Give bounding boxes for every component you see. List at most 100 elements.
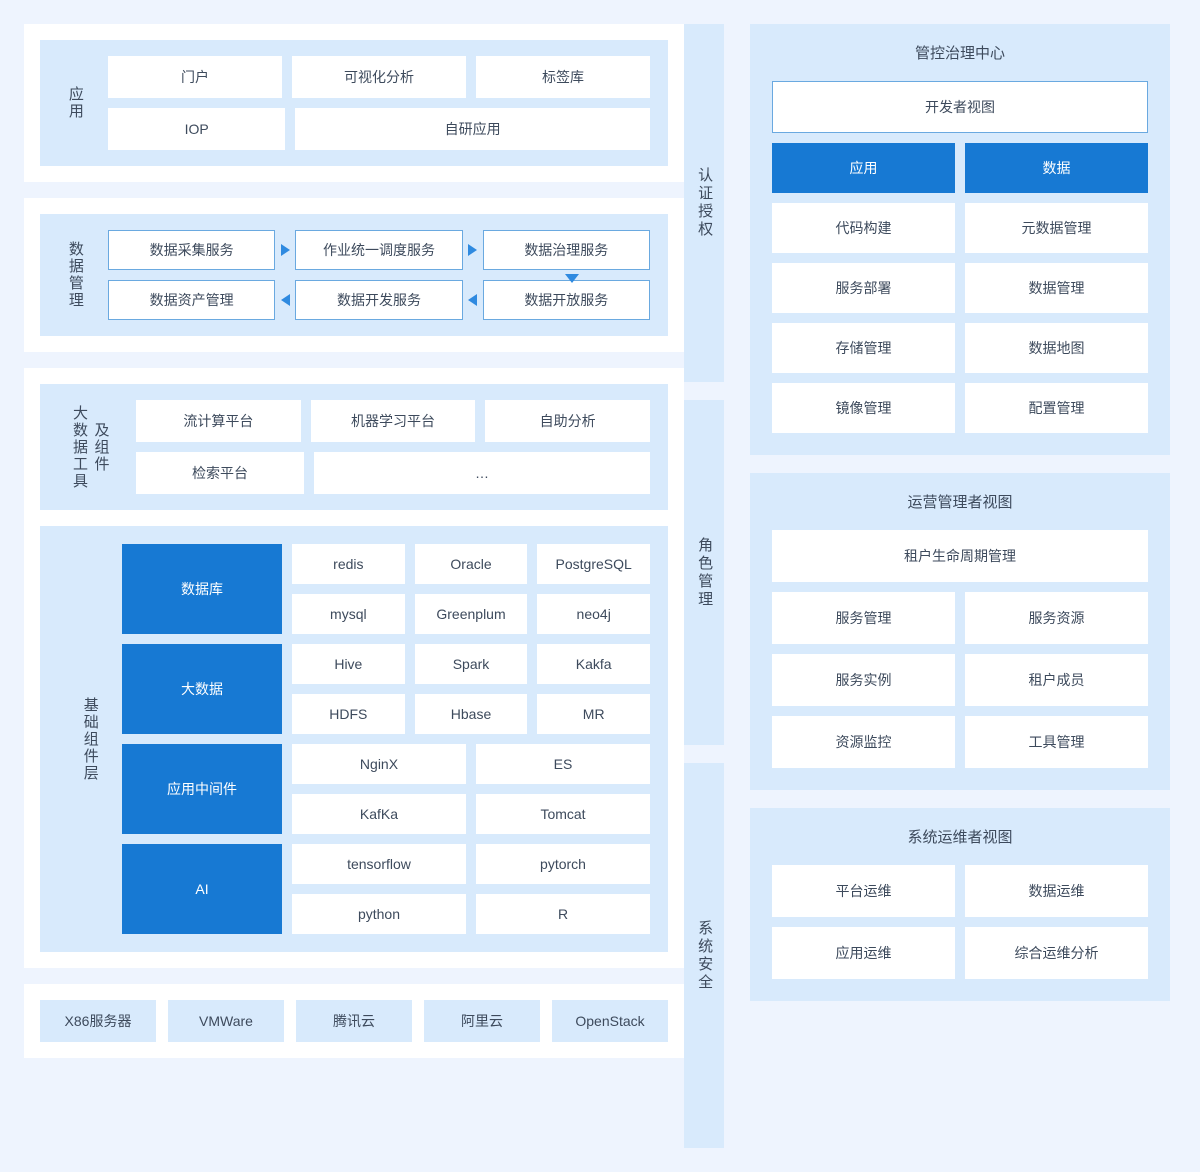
management-center-row: 服务部署 数据管理: [772, 263, 1148, 313]
flow-arrow-left-icon: [275, 294, 295, 306]
bd-more-ellipsis[interactable]: …: [314, 452, 650, 494]
infra-item-postgresql[interactable]: PostgreSQL: [537, 544, 651, 584]
infra-item-pytorch[interactable]: pytorch: [476, 844, 650, 884]
infra-item-greenplum[interactable]: Greenplum: [414, 594, 528, 634]
management-center-panel: 管控治理中心 开发者视图 应用 数据 代码构建 元数据管理 服务部署: [750, 24, 1170, 455]
bigdata-tools-layer-label: 大数据工具 及组件: [71, 404, 110, 490]
mgmt-service-deployment[interactable]: 服务部署: [772, 263, 955, 313]
left-column: 应用 门户 可视化分析 标签库 IOP 自研应用: [24, 24, 684, 1058]
infra-item-redis[interactable]: redis: [292, 544, 405, 584]
infra-item-python[interactable]: python: [292, 894, 466, 934]
infra-item-es[interactable]: ES: [476, 744, 650, 784]
infra-group-head-ai[interactable]: AI: [122, 844, 282, 934]
infra-item-tomcat[interactable]: Tomcat: [476, 794, 650, 834]
infra-item-kafka[interactable]: KafKa: [292, 794, 466, 834]
infra-item-hive[interactable]: Hive: [292, 644, 405, 684]
dm-asset-management[interactable]: 数据资产管理: [108, 280, 276, 320]
ops-service-management[interactable]: 服务管理: [772, 592, 955, 644]
sys-ops-grid: 平台运维 数据运维 应用运维 综合运维分析: [772, 865, 1148, 979]
dm-development-service[interactable]: 数据开发服务: [295, 280, 463, 320]
mgmt-developer-view[interactable]: 开发者视图: [772, 81, 1148, 133]
infra-group-items: NginX ES KafKa Tomcat: [292, 744, 650, 834]
right-column: 认证授权 角色管理 系统安全 管控治理中心 开发者视图 应用 数据: [684, 0, 1200, 1172]
infra-item-mysql[interactable]: mysql: [292, 594, 405, 634]
infra-item-oracle[interactable]: Oracle: [414, 544, 528, 584]
mgmt-config-management[interactable]: 配置管理: [965, 383, 1148, 433]
data-management-panel: 数据管理 数据采集服务 作业统一调度服务 数据治理服务 数据资产管理 数据开发: [40, 214, 668, 336]
infra-chip-x86-server[interactable]: X86服务器: [40, 1000, 156, 1042]
data-management-row-1: 数据采集服务 作业统一调度服务 数据治理服务: [108, 230, 650, 270]
data-management-row-2: 数据资产管理 数据开发服务 数据开放服务: [108, 280, 650, 320]
mgmt-data[interactable]: 数据: [965, 143, 1148, 193]
infra-item-hdfs[interactable]: HDFS: [292, 694, 405, 734]
infra-row: NginX ES: [292, 744, 650, 784]
infra-group-items: tensorflow pytorch python R: [292, 844, 650, 934]
ops-tool-management[interactable]: 工具管理: [965, 716, 1148, 768]
infra-group-head-middleware[interactable]: 应用中间件: [122, 744, 282, 834]
mgmt-code-build[interactable]: 代码构建: [772, 203, 955, 253]
app-item-iop[interactable]: IOP: [108, 108, 286, 150]
app-item-tag-library[interactable]: 标签库: [476, 56, 650, 98]
infra-row: python R: [292, 894, 650, 934]
mgmt-image-management[interactable]: 镜像管理: [772, 383, 955, 433]
bd-ml-platform[interactable]: 机器学习平台: [310, 400, 476, 442]
mgmt-application[interactable]: 应用: [772, 143, 955, 193]
infra-row: HDFS Hbase MR: [292, 694, 651, 734]
ops-resource-monitoring[interactable]: 资源监控: [772, 716, 955, 768]
mgmt-data-management[interactable]: 数据管理: [965, 263, 1148, 313]
infra-row: tensorflow pytorch: [292, 844, 650, 884]
bd-stream-compute-platform[interactable]: 流计算平台: [136, 400, 301, 442]
infra-item-spark[interactable]: Spark: [414, 644, 528, 684]
infra-item-r[interactable]: R: [476, 894, 650, 934]
ops-service-instance[interactable]: 服务实例: [772, 654, 955, 706]
sys-application-ops[interactable]: 应用运维: [772, 927, 955, 979]
mgmt-storage-management[interactable]: 存储管理: [772, 323, 955, 373]
infra-group-items: redis Oracle PostgreSQL mysql Greenplum …: [292, 544, 651, 634]
dm-scheduling-service[interactable]: 作业统一调度服务: [295, 230, 463, 270]
app-item-portal[interactable]: 门户: [108, 56, 282, 98]
app-item-visual-analysis[interactable]: 可视化分析: [292, 56, 466, 98]
vbar-role-management[interactable]: 角色管理: [684, 400, 724, 745]
sys-data-ops[interactable]: 数据运维: [965, 865, 1148, 917]
infrastructure-card: X86服务器 VMWare 腾讯云 阿里云 OpenStack: [24, 984, 684, 1058]
bigdata-tools-panel: 大数据工具 及组件 流计算平台 机器学习平台 自助分析 检索平台 …: [40, 384, 668, 510]
ops-tenant-member[interactable]: 租户成员: [965, 654, 1148, 706]
bd-search-platform[interactable]: 检索平台: [136, 452, 304, 494]
infra-group-head-bigdata[interactable]: 大数据: [122, 644, 282, 734]
vbar-authentication-authorization[interactable]: 认证授权: [684, 24, 724, 382]
sys-ops-view-panel: 系统运维者视图 平台运维 数据运维 应用运维 综合运维分析: [750, 808, 1170, 1001]
flow-arrow-down-icon: [565, 274, 579, 283]
infra-chip-vmware[interactable]: VMWare: [168, 1000, 284, 1042]
flow-arrow-right-icon: [275, 244, 295, 256]
vbar-system-security[interactable]: 系统安全: [684, 763, 724, 1148]
infra-group-head-database[interactable]: 数据库: [122, 544, 282, 634]
infra-row: redis Oracle PostgreSQL: [292, 544, 651, 584]
mgmt-data-map[interactable]: 数据地图: [965, 323, 1148, 373]
bd-self-service-analysis[interactable]: 自助分析: [485, 400, 651, 442]
ops-tenant-lifecycle[interactable]: 租户生命周期管理: [772, 530, 1148, 582]
sys-ops-row: 应用运维 综合运维分析: [772, 927, 1148, 979]
ops-service-resource[interactable]: 服务资源: [965, 592, 1148, 644]
infra-item-kakfa[interactable]: Kakfa: [537, 644, 651, 684]
ops-manager-view-panel: 运营管理者视图 租户生命周期管理 服务管理 服务资源 服务实例 租户成员 资源监…: [750, 473, 1170, 790]
sys-platform-ops[interactable]: 平台运维: [772, 865, 955, 917]
infra-item-neo4j[interactable]: neo4j: [537, 594, 651, 634]
management-center-row: 应用 数据: [772, 143, 1148, 193]
infra-item-hbase[interactable]: Hbase: [414, 694, 528, 734]
infra-chip-openstack[interactable]: OpenStack: [552, 1000, 668, 1042]
infra-chip-tencent-cloud[interactable]: 腾讯云: [296, 1000, 412, 1042]
infra-item-mr[interactable]: MR: [537, 694, 651, 734]
infra-item-tensorflow[interactable]: tensorflow: [292, 844, 466, 884]
management-center-row: 开发者视图: [772, 81, 1148, 133]
dm-collect-service[interactable]: 数据采集服务: [108, 230, 276, 270]
infra-item-nginx[interactable]: NginX: [292, 744, 466, 784]
management-center-title: 管控治理中心: [914, 45, 1005, 62]
dm-governance-service[interactable]: 数据治理服务: [482, 230, 650, 270]
infra-chip-alibaba-cloud[interactable]: 阿里云: [424, 1000, 540, 1042]
mgmt-metadata-management[interactable]: 元数据管理: [965, 203, 1148, 253]
sys-comprehensive-ops-analysis[interactable]: 综合运维分析: [965, 927, 1148, 979]
infra-component-groups: 数据库 redis Oracle PostgreSQL mysql Greenp…: [122, 544, 651, 934]
app-item-self-developed[interactable]: 自研应用: [295, 108, 650, 150]
dm-open-service[interactable]: 数据开放服务: [482, 280, 650, 320]
